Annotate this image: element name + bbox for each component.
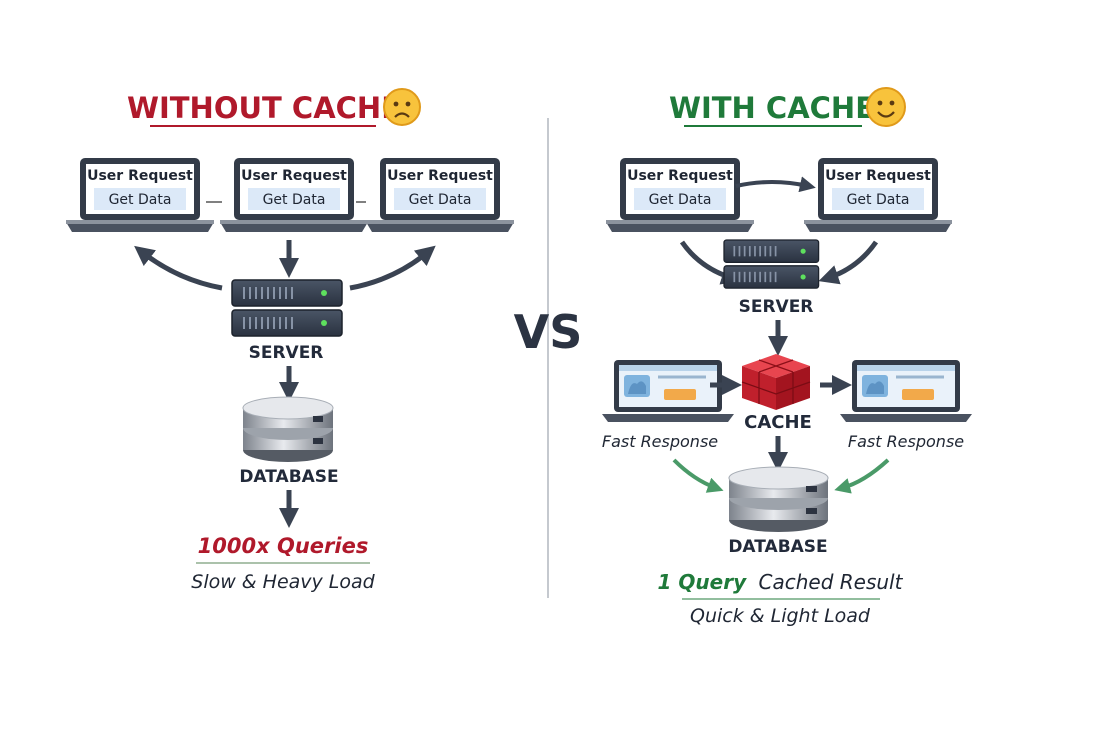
database-icon: [242, 396, 334, 463]
queries-result: 1000x Queries: [198, 534, 369, 558]
left-subtitle: Slow & Heavy Load: [191, 571, 375, 593]
with-cache-panel: WITH CACHE User Request Get Data User Re…: [600, 87, 974, 627]
server-icon: [231, 279, 343, 337]
sad-face-icon: [383, 88, 421, 126]
fast-response-right: Fast Response: [848, 432, 964, 451]
server-label: SERVER: [249, 343, 324, 363]
fast-response-browser-right: [838, 358, 974, 424]
fast-response-browser-left: [600, 358, 736, 424]
laptop-right-1-line1: User Request: [627, 168, 733, 184]
laptop-1: User Request Get Data: [66, 158, 214, 232]
arrow-green-left: [672, 458, 724, 493]
laptop-2: User Request Get Data: [220, 158, 368, 232]
laptop-1-line2: Get Data: [109, 192, 172, 208]
vs-label: VS: [514, 305, 583, 359]
laptop-2-line1: User Request: [241, 168, 347, 184]
smile-face-icon: [866, 87, 906, 127]
laptop-right-2-line1: User Request: [825, 168, 931, 184]
with-cache-title: WITH CACHE: [669, 91, 875, 125]
arrow-laptop-to-laptop: [735, 176, 816, 193]
laptop-right-1-line2: Get Data: [649, 192, 712, 208]
arrow-server-to-laptop-3: [349, 245, 436, 291]
database-label: DATABASE: [239, 467, 338, 487]
cache-cube-icon: [741, 354, 811, 410]
cache-label: CACHE: [744, 412, 812, 433]
without-cache-panel: WITHOUT CACHE User Request Get Data User…: [66, 88, 514, 593]
cached-result-line: 1 Query Cached Result: [658, 570, 904, 594]
server-icon-right: [723, 239, 820, 290]
cached-result: Cached Result: [759, 570, 904, 594]
database-label-right: DATABASE: [728, 537, 827, 557]
arrow-green-right: [834, 458, 890, 494]
laptop-right-2-line2: Get Data: [847, 192, 910, 208]
right-subtitle: Quick & Light Load: [690, 605, 871, 627]
laptop-1-line1: User Request: [87, 168, 193, 184]
laptop-3-line2: Get Data: [409, 192, 472, 208]
arrow-laptop-right-2-to-server: [818, 240, 879, 285]
laptop-right-1: User Request Get Data: [606, 158, 754, 232]
laptop-2-line2: Get Data: [263, 192, 326, 208]
laptop-right-2: User Request Get Data: [804, 158, 952, 232]
without-cache-title: WITHOUT CACHE: [127, 91, 401, 125]
arrow-server-to-laptop-1: [134, 245, 223, 291]
database-icon-right: [728, 466, 829, 533]
laptop-3-line1: User Request: [387, 168, 493, 184]
one-query: 1 Query: [658, 570, 748, 594]
laptop-3: User Request Get Data: [366, 158, 514, 232]
fast-response-left: Fast Response: [602, 432, 718, 451]
server-label-right: SERVER: [739, 297, 814, 317]
